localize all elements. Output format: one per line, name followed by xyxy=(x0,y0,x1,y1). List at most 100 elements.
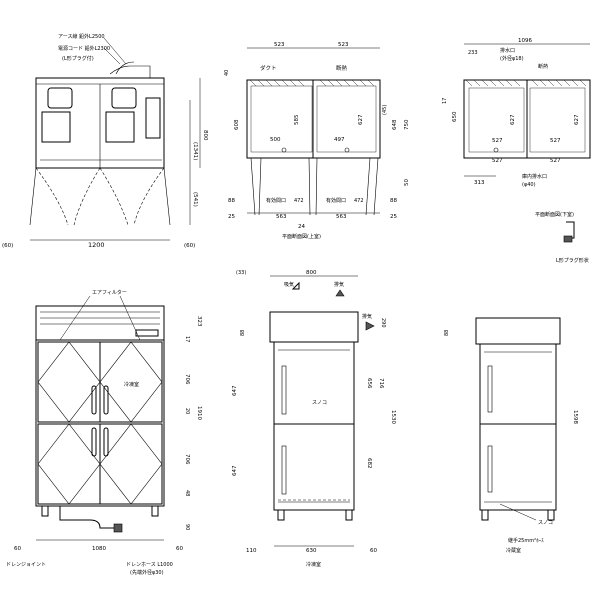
dim-527a: 527 xyxy=(492,138,503,144)
dim-60-left: (60) xyxy=(2,243,13,249)
dim-17b: 17 xyxy=(184,336,190,342)
intake-arrow xyxy=(291,281,300,290)
dim-627a: 627 xyxy=(358,114,364,125)
door-bottom-right[interactable] xyxy=(99,423,163,505)
drain-hose-label: ドレンホース L1000 xyxy=(126,562,173,568)
l-plug-label: L形プラグ形状 xyxy=(556,257,589,264)
duct-label: ダクト xyxy=(260,64,277,72)
thermal-label-2: 断熱 xyxy=(538,63,548,70)
front-view-open: アース線 鉛外L2500 電源コード 鉛外L2300 (L形プラグ付) 1200… xyxy=(2,33,208,249)
drain-joint-label: ドレンジョイント xyxy=(6,562,46,568)
dim-290: 290 xyxy=(380,318,386,328)
dim-585: 585 xyxy=(294,114,300,125)
dim-472b: 472 xyxy=(354,198,364,204)
dim-60-right: (60) xyxy=(184,243,195,249)
dim-500: 500 xyxy=(270,137,281,143)
exhaust-label: 排気 xyxy=(334,281,344,288)
dim-1200: 1200 xyxy=(88,241,105,249)
dim-523a: 523 xyxy=(274,42,285,48)
dim-497: 497 xyxy=(334,137,345,143)
front-elevation: 冷凍室 エアフィルター 1080 60 60 ドレンジョイント ドレンホース L… xyxy=(6,289,202,576)
dim-706a: 706 xyxy=(184,374,190,385)
power-cord-label: 電源コード 鉛外L2300 xyxy=(58,45,110,52)
side-section: 88 1598 スノコ 継手25mm²ﾎｰｽ 冷蔵室 xyxy=(444,317,578,554)
dim-25a: 25 xyxy=(228,214,235,220)
compressor-right xyxy=(111,87,137,109)
handle-br[interactable] xyxy=(103,427,109,457)
dim-48: 48 xyxy=(184,490,190,496)
dim-527c: 527 xyxy=(492,158,503,164)
dim-608: 608 xyxy=(234,119,240,130)
drain-dia-label: 庫内排水口 xyxy=(522,173,547,180)
dim-88: 88 xyxy=(228,198,235,204)
unit-left xyxy=(41,111,71,143)
power-cord xyxy=(109,65,151,78)
dim-20: 20 xyxy=(184,408,190,414)
dim-1530: 1530 xyxy=(390,410,396,424)
dim-527d: 527 xyxy=(550,158,561,164)
dim-1096: 1096 xyxy=(518,38,532,44)
door-bottom-left[interactable] xyxy=(37,423,101,505)
plan-section-upper: ダクト 断熱 523 523 40 608 585 627 (45) 648 7… xyxy=(224,42,410,240)
dim-627b: 627 xyxy=(510,114,516,125)
drain-hose xyxy=(59,506,118,529)
handle-bl[interactable] xyxy=(91,427,97,457)
side-top-unit xyxy=(269,311,359,343)
drain-outlet-label: 排水口 xyxy=(500,47,515,54)
dim-45: (45) xyxy=(382,105,388,115)
dim-541: (541) xyxy=(192,192,198,207)
dim-313: 313 xyxy=(474,180,485,186)
dim-716: 716 xyxy=(378,378,384,389)
dim-1598: 1598 xyxy=(572,410,578,424)
dim-472a: 472 xyxy=(294,198,304,204)
dim-50: 50 xyxy=(404,179,410,186)
dim-750: 750 xyxy=(404,119,410,130)
dim-25b: 25 xyxy=(390,214,397,220)
compressor-left xyxy=(47,87,73,109)
handle-tl[interactable] xyxy=(91,385,97,415)
dim-647b: 647 xyxy=(232,465,238,476)
dim-656: 656 xyxy=(366,378,372,389)
earth-cord-label: アース線 鉛外L2500 xyxy=(58,33,105,40)
fridge-label: 冷凍室 xyxy=(124,381,139,388)
dim-40: 40 xyxy=(224,70,230,76)
exhaust-arrow xyxy=(335,289,345,297)
drain-outlet-size: (外径φ18) xyxy=(500,55,524,62)
dim-523b: 523 xyxy=(338,42,349,48)
dim-60-side: 60 xyxy=(370,548,377,554)
insulation-label: 継手25mm²ﾎｰｽ xyxy=(508,537,544,544)
dim-323: 323 xyxy=(196,316,202,327)
top-plan-label: 平面断面図(上室) xyxy=(282,233,321,240)
intake-label: 吸気 xyxy=(284,281,294,288)
handle-tr[interactable] xyxy=(103,385,109,415)
door-swing-right xyxy=(133,167,165,226)
dim-563b: 563 xyxy=(336,214,347,220)
dim-17: 17 xyxy=(442,98,448,104)
dim-627c: 627 xyxy=(574,114,580,125)
thermal-label: 断熱 xyxy=(336,64,348,72)
side2-top xyxy=(475,317,561,345)
dim-800-side: 800 xyxy=(306,270,317,276)
top-louvre xyxy=(35,305,165,341)
sunoko-label: スノコ xyxy=(312,400,327,406)
dim-1080: 1080 xyxy=(92,546,106,552)
eff-width-b: 有効間口 xyxy=(326,197,346,204)
dim-233: 233 xyxy=(468,50,478,56)
side-body xyxy=(273,341,355,511)
door-top-left[interactable] xyxy=(37,341,101,423)
exhaust-label-2: 排気 xyxy=(362,313,372,320)
dim-1341: (1341) xyxy=(192,142,198,160)
side2-body xyxy=(479,343,557,511)
unit-right xyxy=(105,111,135,143)
plan-section-lower: 1096 233 排水口 (外径φ18) 断熱 17 650 627 627 5… xyxy=(442,38,591,264)
dim-563a: 563 xyxy=(276,214,287,220)
dim-706b: 706 xyxy=(184,454,190,465)
dim-24: 24 xyxy=(298,224,305,230)
dim-527b: 527 xyxy=(550,138,561,144)
dim-110: 110 xyxy=(246,548,257,554)
sunoko2-label: スノコ xyxy=(538,520,553,526)
dim-630: 630 xyxy=(306,548,317,554)
plan-lower-label: 平面断面図(下室) xyxy=(535,211,574,218)
plug-type-label: (L形プラグ付) xyxy=(62,55,94,62)
l-plug-icon xyxy=(566,221,575,239)
